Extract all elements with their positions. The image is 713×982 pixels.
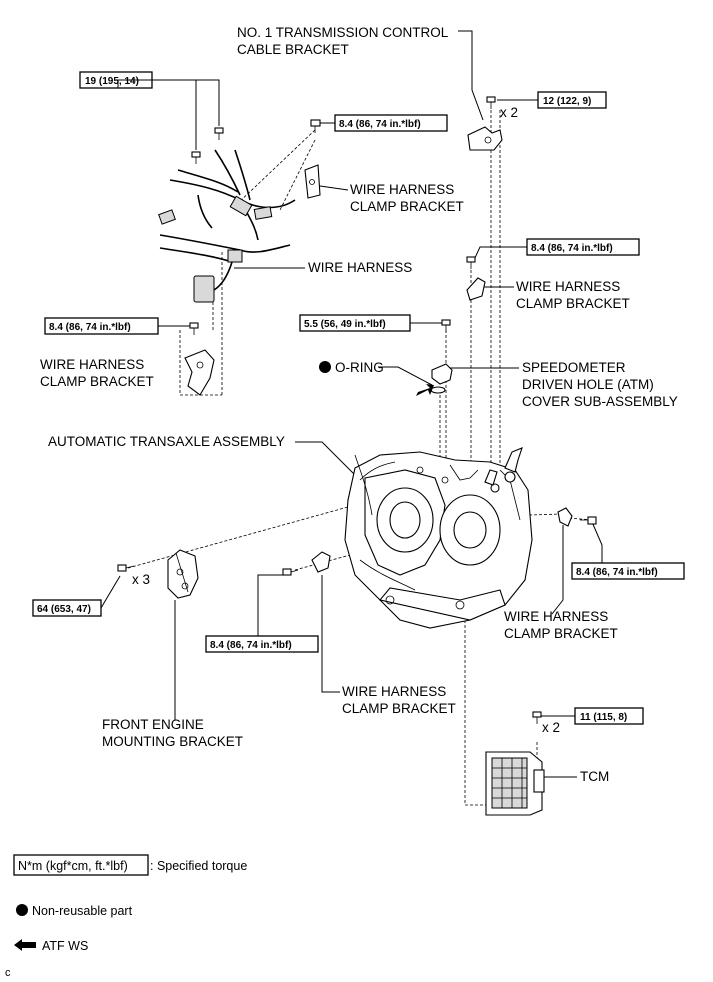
torque-8-4-text: 8.4 (86, 74 in.*lbf) — [49, 322, 131, 333]
arrow-icon — [416, 384, 434, 396]
torque-19-text: 19 (195, 14) — [85, 76, 139, 87]
label-clamp-bracket-left-line2: CLAMP BRACKET — [40, 374, 154, 389]
filled-circle-icon — [16, 904, 28, 916]
label-transmission-cable-bracket-line1: NO. 1 TRANSMISSION CONTROL — [237, 25, 449, 40]
torque-11-box: 11 (115, 8) — [574, 707, 644, 725]
legend: N*m (kgf*cm, ft.*lbf) : Specified torque… — [5, 854, 247, 979]
front-engine-mounting-bracket — [167, 549, 199, 599]
torque-12-text: 12 (122, 9) — [543, 96, 591, 107]
legend-atf: ATF WS — [14, 939, 88, 953]
bolt-icon — [214, 127, 224, 140]
bolt-icon — [117, 564, 135, 572]
bolt-icon — [486, 96, 496, 109]
tcm-part — [485, 751, 545, 816]
label-front-engine-mounting-line1: FRONT ENGINE — [102, 717, 204, 732]
torque-5-5-box: 5.5 (56, 49 in.*lbf) — [299, 314, 411, 332]
arrow-left-icon — [14, 939, 36, 951]
filled-circle-icon — [319, 361, 331, 373]
bolt-icon — [191, 151, 201, 164]
label-clamp-bracket-left-line1: WIRE HARNESS — [40, 357, 144, 372]
torque-8-4-box-lower-right: 8.4 (86, 74 in.*lbf) — [571, 562, 685, 580]
label-tcm: TCM — [580, 769, 609, 784]
torque-64-text: 64 (653, 47) — [37, 604, 91, 615]
bolt-icon-group — [117, 96, 597, 724]
label-front-engine-mounting-line2: MOUNTING BRACKET — [102, 734, 243, 749]
torque-12-box: 12 (122, 9) — [537, 91, 607, 109]
bolt-icon — [189, 322, 199, 335]
torque-8-4-box-right: 8.4 (86, 74 in.*lbf) — [526, 238, 640, 256]
bolt-icon — [441, 319, 451, 332]
clamp-bracket-lower-right — [557, 507, 573, 527]
leader-lines — [100, 30, 603, 778]
label-automatic-transaxle: AUTOMATIC TRANSAXLE ASSEMBLY — [48, 434, 285, 449]
bolt-icon — [580, 516, 597, 525]
legend-atf-text: ATF WS — [42, 939, 88, 953]
clamp-bracket-top — [304, 164, 321, 199]
label-clamp-bracket-right-line2: CLAMP BRACKET — [516, 296, 630, 311]
torque-8-4-text: 8.4 (86, 74 in.*lbf) — [531, 243, 613, 254]
qty-x3: x 3 — [132, 572, 150, 587]
clamp-bracket-left — [184, 349, 215, 396]
label-speedometer-line2: DRIVEN HOLE (ATM) — [522, 377, 654, 392]
label-clamp-bracket-right-line1: WIRE HARNESS — [516, 279, 620, 294]
legend-non-reusable: Non-reusable part — [16, 904, 133, 918]
label-clamp-bracket-lower-line2: CLAMP BRACKET — [342, 701, 456, 716]
clamp-bracket-right — [466, 277, 486, 301]
legend-torque-box-text: N*m (kgf*cm, ft.*lbf) — [18, 859, 128, 873]
label-clamp-bracket-top-line1: WIRE HARNESS — [350, 182, 454, 197]
torque-8-4-text: 8.4 (86, 74 in.*lbf) — [576, 567, 658, 578]
automatic-transaxle-assembly — [344, 447, 533, 629]
torque-8-4-text: 8.4 (86, 74 in.*lbf) — [210, 640, 292, 651]
label-clamp-bracket-lower-line1: WIRE HARNESS — [342, 684, 446, 699]
clamp-bracket-lower — [311, 551, 331, 573]
label-speedometer-line1: SPEEDOMETER — [522, 360, 626, 375]
label-clamp-bracket-lower-right-line2: CLAMP BRACKET — [504, 626, 618, 641]
label-o-ring: O-RING — [335, 360, 384, 375]
legend-torque: N*m (kgf*cm, ft.*lbf) : Specified torque — [13, 854, 247, 876]
torque-64-box: 64 (653, 47) — [32, 599, 102, 617]
wire-harness-part — [158, 149, 296, 303]
transmission-control-cable-bracket — [467, 126, 503, 151]
torque-8-4-box-top: 8.4 (86, 74 in.*lbf) — [334, 114, 448, 132]
qty-x2-top: x 2 — [500, 105, 518, 120]
bolt-icon — [466, 256, 476, 269]
speedometer-cover — [431, 363, 453, 385]
bolt-icon — [310, 119, 321, 133]
label-speedometer-line3: COVER SUB-ASSEMBLY — [522, 394, 678, 409]
legend-torque-desc: : Specified torque — [150, 859, 247, 873]
o-ring-part — [430, 386, 446, 394]
torque-5-5-text: 5.5 (56, 49 in.*lbf) — [304, 319, 386, 330]
bolt-icon — [282, 568, 299, 576]
corner-mark: c — [5, 967, 11, 979]
qty-x2-tcm: x 2 — [542, 720, 560, 735]
label-wire-harness: WIRE HARNESS — [308, 260, 412, 275]
label-transmission-cable-bracket-line2: CABLE BRACKET — [237, 42, 349, 57]
label-clamp-bracket-top-line2: CLAMP BRACKET — [350, 199, 464, 214]
bolt-icon — [532, 711, 542, 724]
torque-8-4-box-left: 8.4 (86, 74 in.*lbf) — [44, 317, 159, 335]
torque-8-4-text: 8.4 (86, 74 in.*lbf) — [339, 119, 421, 130]
legend-non-reusable-text: Non-reusable part — [32, 904, 133, 918]
torque-11-text: 11 (115, 8) — [580, 712, 627, 723]
torque-8-4-box-lower-left: 8.4 (86, 74 in.*lbf) — [205, 635, 319, 653]
label-clamp-bracket-lower-right-line1: WIRE HARNESS — [504, 609, 608, 624]
